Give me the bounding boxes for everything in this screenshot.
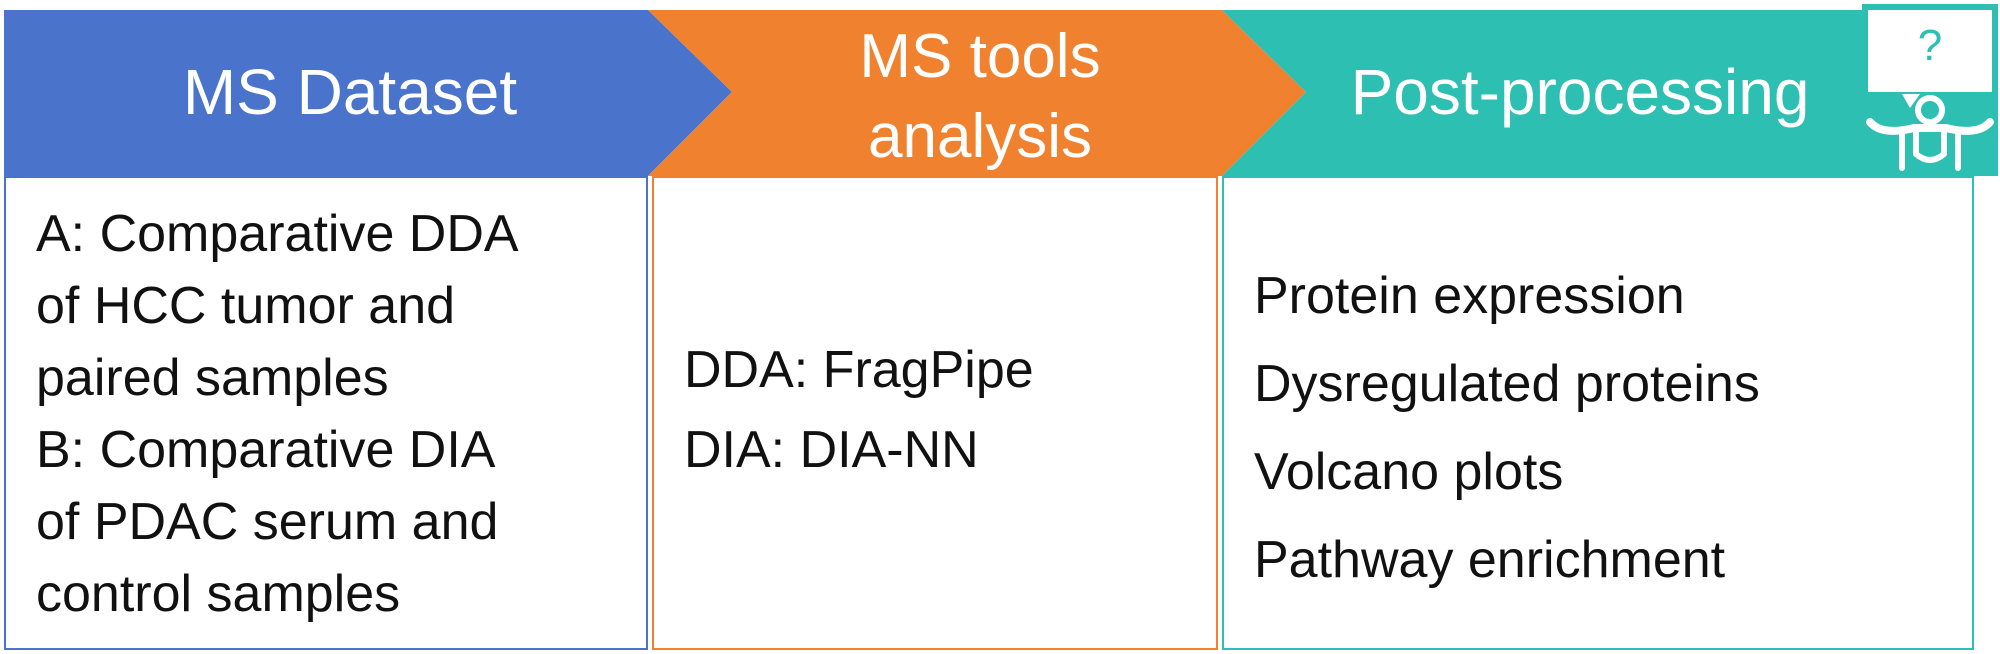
list-item: control samples — [36, 565, 401, 623]
list-item: paired samples — [36, 349, 389, 407]
stage-1-arrow — [4, 10, 732, 176]
stage-2-box: DDA: FragPipe DIA: DIA-NN — [652, 176, 1218, 650]
stage-3-title-line: Post-processing — [1350, 56, 1810, 128]
stage-2-title-line-2: analysis — [868, 102, 1092, 171]
list-item: DIA: DIA-NN — [684, 421, 979, 479]
list-item: of PDAC serum and — [36, 493, 499, 551]
stage-1-items: A: Comparative DDA of HCC tumor and pair… — [36, 198, 519, 630]
stage-1-title-line: MS Dataset — [182, 56, 518, 128]
stage-2-arrow — [648, 10, 1306, 176]
stage-3-items: Protein expression Dysregulated proteins… — [1254, 252, 1760, 604]
person-with-question-icon: ? — [1862, 4, 1998, 176]
list-item: A: Comparative DDA — [36, 205, 519, 263]
question-mark-icon: ? — [1918, 21, 1942, 70]
stage-3-box: Protein expression Dysregulated proteins… — [1222, 176, 1974, 650]
stage-3-arrow — [1222, 10, 1862, 176]
list-item: Volcano plots — [1254, 443, 1564, 501]
list-item: B: Comparative DIA — [36, 421, 496, 479]
list-item: DDA: FragPipe — [684, 341, 1034, 399]
stage-1-box: A: Comparative DDA of HCC tumor and pair… — [4, 176, 648, 650]
list-item: Protein expression — [1254, 267, 1685, 325]
list-item: of HCC tumor and — [36, 277, 456, 335]
list-item: Dysregulated proteins — [1254, 355, 1760, 413]
stage-2-title-line-1: MS tools — [859, 22, 1101, 91]
stage-1-title: MS Dataset — [10, 55, 690, 129]
list-item: Pathway enrichment — [1254, 531, 1726, 589]
stage-2-items: DDA: FragPipe DIA: DIA-NN — [684, 330, 1034, 490]
stage-2-title: MS tools analysis — [700, 17, 1260, 177]
stage-3-title: Post-processing — [1300, 55, 1860, 129]
